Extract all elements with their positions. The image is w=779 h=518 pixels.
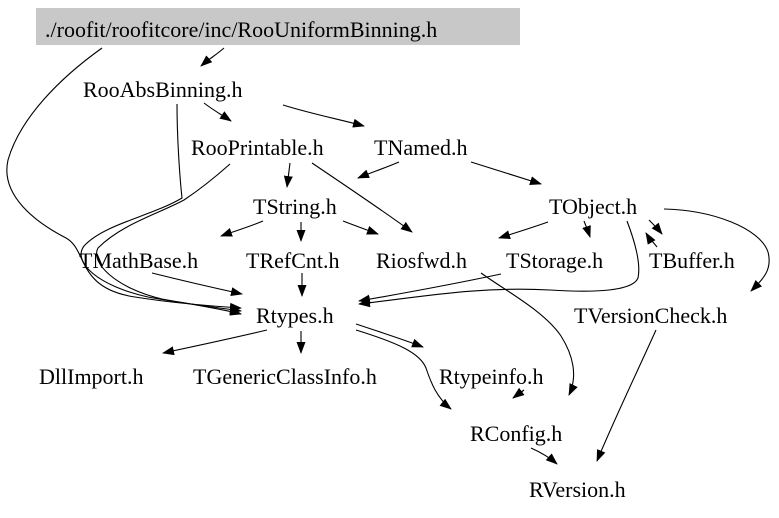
edge-tobject-to-tstorage <box>582 220 591 238</box>
edge-rconfig-to-rversion <box>530 447 558 465</box>
node-tgenericclassinfo[interactable]: TGenericClassInfo.h <box>193 364 377 389</box>
edge-roouniformbinning-to-rooabsbinning <box>200 47 225 67</box>
node-tstorage[interactable]: TStorage.h <box>506 248 603 273</box>
edge-tstring-to-tmathbase <box>220 220 264 237</box>
edge-rtypes-to-dllimport <box>162 329 268 356</box>
node-rversion[interactable]: RVersion.h <box>529 477 626 502</box>
edge-rooabsbinning-to-rooprintable <box>203 102 232 122</box>
edge-tmathbase-to-rtypes <box>151 272 243 297</box>
edge-tobject-to-tbuffer <box>648 219 663 235</box>
edge-rtypes-to-rconfig <box>355 329 452 410</box>
edge-rooprintable-to-riosfwd <box>311 162 413 233</box>
node-roouniformbinning-title: ./roofit/roofitcore/inc/RooUniformBinnin… <box>45 17 437 42</box>
node-dllimport[interactable]: DllImport.h <box>39 364 144 389</box>
node-rtypeinfo[interactable]: Rtypeinfo.h <box>439 364 544 389</box>
edge-roouniformbinning-to-rtypes <box>6 47 242 312</box>
edge-tobject-to-rtypes <box>358 220 640 308</box>
edge-rtypes-to-rtypeinfo <box>355 323 424 348</box>
node-tobject[interactable]: TObject.h <box>549 194 637 219</box>
node-tversioncheck[interactable]: TVersionCheck.h <box>574 303 727 328</box>
edge-tnamed-to-tobject <box>470 161 542 185</box>
node-tbuffer[interactable]: TBuffer.h <box>649 248 735 273</box>
edge-riosfwd-to-rconfig <box>480 272 578 396</box>
node-tmathbase[interactable]: TMathBase.h <box>79 248 198 273</box>
edge-tnamed-to-tstring <box>357 161 400 179</box>
edge-tobject-to-tversioncheck <box>663 208 770 292</box>
edge-rooprintable-to-rtypes <box>96 163 242 316</box>
edge-tstring-to-riosfwd <box>342 220 379 235</box>
node-trefcnt[interactable]: TRefCnt.h <box>246 248 340 273</box>
edge-tversioncheck-to-rversion <box>596 329 657 462</box>
node-tnamed[interactable]: TNamed.h <box>374 135 467 160</box>
node-tstring[interactable]: TString.h <box>253 194 337 219</box>
edge-rooprintable-to-tstring <box>283 162 293 188</box>
title-node-box <box>36 8 520 45</box>
node-rtypes[interactable]: Rtypes.h <box>256 303 334 328</box>
edge-rooabsbinning-to-tnamed <box>282 104 365 128</box>
node-rooprintable[interactable]: RooPrintable.h <box>191 135 324 160</box>
node-riosfwd[interactable]: Riosfwd.h <box>376 248 467 273</box>
edge-rtypeinfo-to-rconfig <box>512 387 525 399</box>
edge-tobject-to-riosfwd <box>498 221 549 240</box>
node-rooabsbinning[interactable]: RooAbsBinning.h <box>83 77 243 102</box>
edge-tstorage-to-rtypes <box>358 273 502 304</box>
node-rconfig[interactable]: RConfig.h <box>470 421 562 446</box>
edge-tbuffer-to-tobject <box>645 232 658 248</box>
